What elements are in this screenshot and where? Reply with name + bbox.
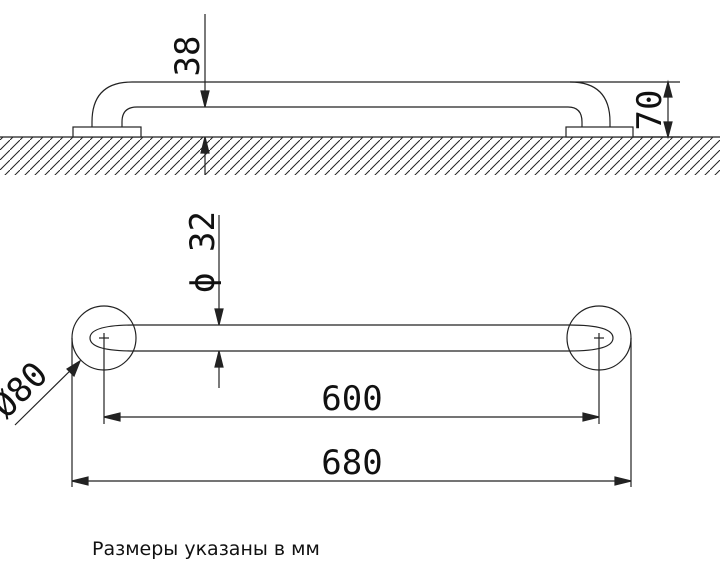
dim-70-arrow-bottom (663, 121, 673, 140)
top-view (14, 215, 632, 487)
dim-32-arrow-top (214, 308, 224, 326)
dim-80-arrow (66, 359, 82, 378)
dim-32-arrow-bottom (214, 350, 224, 368)
dim-80-label: Ø80 (0, 354, 56, 426)
left-tube-socket (89, 324, 135, 352)
dim-38-label: 38 (168, 36, 208, 77)
dim-680-arrow-left (71, 476, 89, 486)
left-flange (72, 126, 142, 138)
rail-inner-profile (121, 106, 583, 127)
dim-600-arrow-right (582, 412, 600, 422)
right-tube-socket (568, 324, 614, 352)
dim-70-arrow-top (663, 79, 673, 98)
units-note: Размеры указаны в мм (92, 538, 320, 560)
dim-38-arrow-bottom (200, 136, 210, 154)
dim-680-arrow-right (614, 476, 632, 486)
side-view (0, 14, 720, 175)
wall-hatch (0, 137, 720, 175)
right-hole-mark (594, 333, 604, 343)
dim-600-arrow-left (103, 412, 121, 422)
dim-600-label: 600 (321, 379, 382, 419)
dim-38-arrow-top (200, 90, 210, 108)
dim-680-label: 680 (321, 443, 382, 483)
rail-outer-profile (91, 81, 611, 127)
right-flange (565, 126, 634, 138)
left-hole-mark (99, 333, 109, 343)
dim-70-label: 70 (630, 90, 670, 131)
dim-32-label: ϕ 32 (183, 211, 223, 293)
